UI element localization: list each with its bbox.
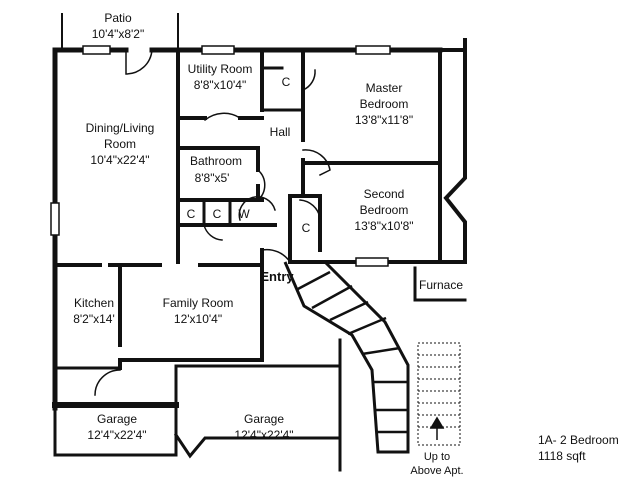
dining-room-label-2: Room: [104, 137, 136, 151]
dining-room-label-1: Dining/Living: [86, 121, 155, 135]
garage-left-label: Garage: [97, 412, 137, 426]
master-bedroom-label-1: Master: [366, 81, 403, 95]
walls: [52, 13, 467, 472]
staircase: [283, 260, 410, 454]
up-arrow-icon: [429, 416, 445, 440]
hall-label: Hall: [270, 125, 291, 139]
garage-right-size: 12'4"x22'4": [234, 428, 293, 442]
upper-stairs: [417, 342, 461, 446]
utility-closet-label: C: [282, 75, 291, 89]
dining-room-size: 10'4"x22'4": [90, 153, 149, 167]
stairs-note-line-1: Up to: [424, 451, 450, 463]
family-room-label: Family Room: [163, 296, 234, 310]
family-room-size: 12'x10'4": [174, 312, 222, 326]
kitchen-size: 8'2"x14': [73, 312, 115, 326]
bathroom-size: 8'8"x5': [195, 171, 230, 185]
bathroom-label: Bathroom: [190, 154, 242, 168]
furnace-label: Furnace: [419, 278, 463, 292]
windows: [50, 45, 391, 267]
garage-left-size: 12'4"x22'4": [87, 428, 146, 442]
washer-label: W: [238, 207, 250, 221]
entry-label: Entry: [260, 269, 294, 284]
bedroom-closet-label: C: [302, 221, 311, 235]
utility-room-label: Utility Room: [188, 62, 253, 76]
kitchen-label: Kitchen: [74, 296, 114, 310]
patio-size: 10'4"x8'2": [92, 27, 144, 41]
stairs-note-line-2: Above Apt.: [410, 465, 463, 477]
second-bedroom-size: 13'8"x10'8": [354, 219, 413, 233]
bath-closet-2-label: C: [213, 207, 222, 221]
patio-label: Patio: [104, 11, 132, 25]
master-bedroom-size: 13'8"x11'8": [355, 113, 413, 127]
second-bedroom-label-2: Bedroom: [360, 203, 409, 217]
utility-room-size: 8'8"x10'4": [194, 78, 246, 92]
second-bedroom-label-1: Second: [364, 187, 405, 201]
plan-area: 1118 sqft: [538, 449, 586, 463]
bath-closet-1-label: C: [187, 207, 196, 221]
master-bedroom-label-2: Bedroom: [360, 97, 409, 111]
plan-title: 1A- 2 Bedroom: [538, 433, 619, 447]
garage-right-label: Garage: [244, 412, 284, 426]
